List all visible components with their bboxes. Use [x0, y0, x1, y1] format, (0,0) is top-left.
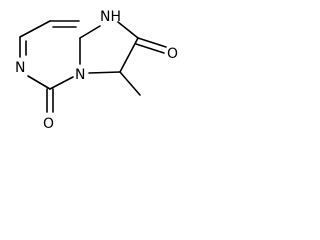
structure-svg: NH N N O O [15, 9, 178, 132]
bond-c3-n4 [88, 71, 121, 74]
bond-c8-c7 [19, 20, 51, 38]
bond-c3-methyl [119, 71, 141, 96]
n-bridge-label: N [75, 67, 85, 83]
molecule-diagram: NH N N O O [0, 0, 188, 142]
nh-label: NH [100, 9, 121, 25]
bond-c8a-nh [79, 25, 101, 39]
bond-nh-c2 [117, 21, 139, 39]
bond-c2-o [137, 37, 167, 48]
bond-c2-c3 [119, 37, 139, 73]
o-ring-label: O [167, 46, 178, 62]
bond-c2-o-double [135, 43, 165, 54]
o-bottom-label: O [43, 116, 54, 132]
bond-n6-c5 [27, 75, 51, 90]
bond-c5-n4 [49, 76, 74, 90]
n-pyrimidine-label: N [15, 60, 25, 76]
